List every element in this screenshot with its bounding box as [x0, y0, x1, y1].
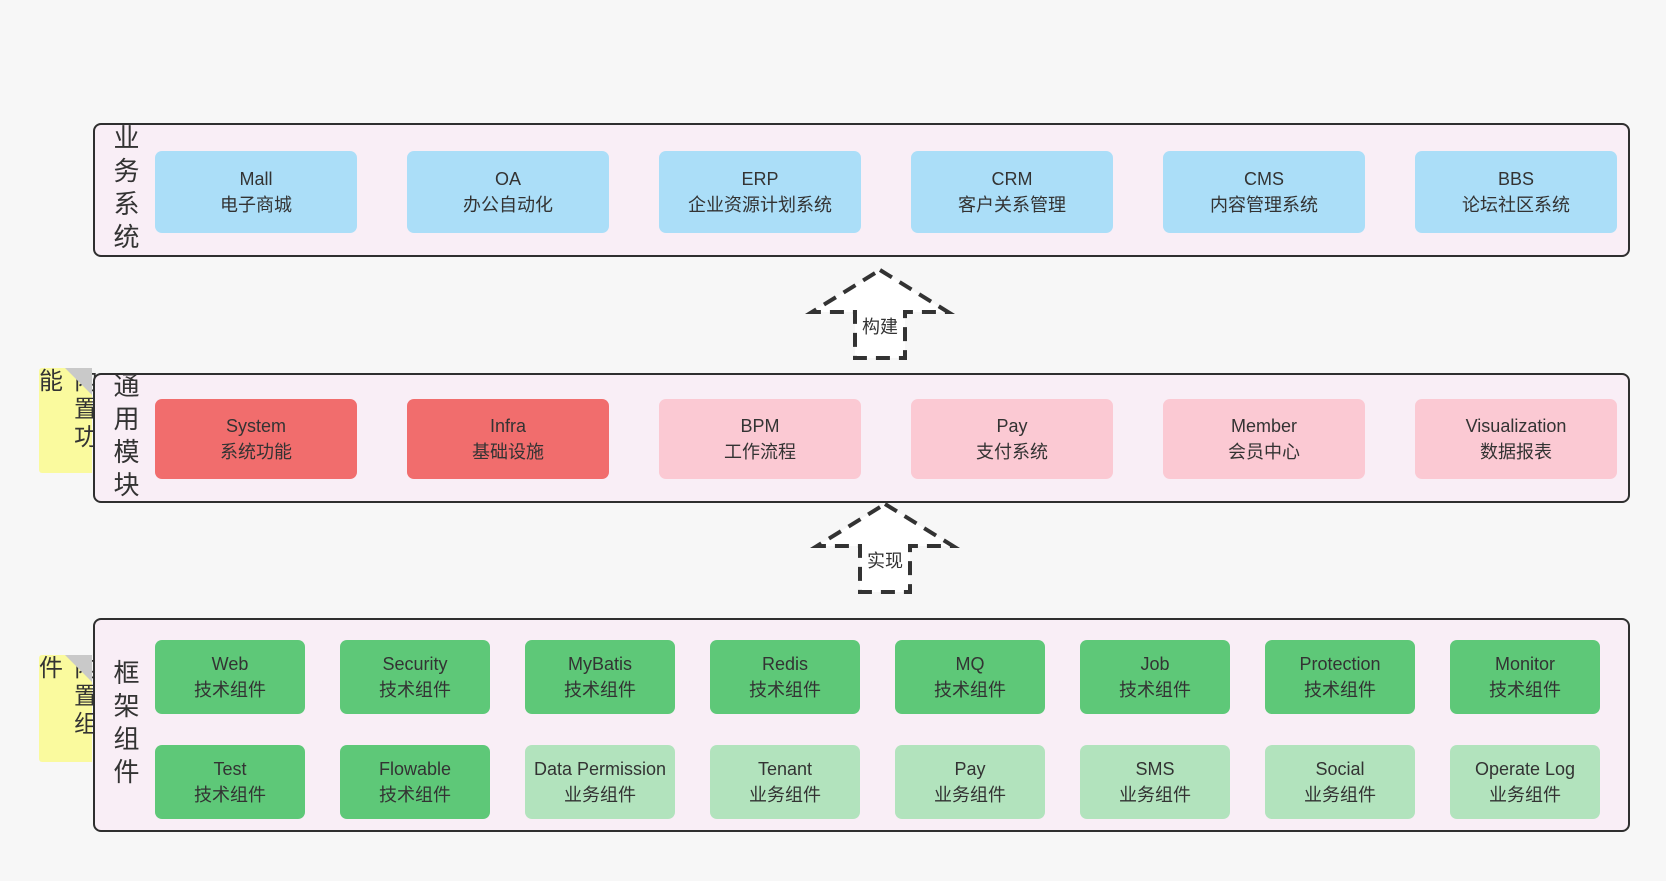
box-subtitle: 企业资源计划系统 — [688, 195, 832, 215]
box-title: BPM — [740, 415, 780, 436]
box-title: Web — [211, 653, 249, 674]
component-box-mq: MQ 技术组件 — [895, 640, 1045, 714]
box-subtitle: 客户关系管理 — [958, 195, 1066, 215]
module-box-member: Member 会员中心 — [1163, 399, 1365, 479]
box-subtitle: 内容管理系统 — [1210, 195, 1318, 215]
module-box-pay: Pay 支付系统 — [911, 399, 1113, 479]
business-box-erp: ERP 企业资源计划系统 — [659, 151, 861, 233]
component-box-monitor: Monitor 技术组件 — [1450, 640, 1600, 714]
component-box-protection: Protection 技术组件 — [1265, 640, 1415, 714]
framework-components-label: 框架组件 — [110, 659, 140, 791]
box-subtitle: 技术组件 — [1489, 680, 1561, 700]
component-box-web: Web 技术组件 — [155, 640, 305, 714]
box-title: MQ — [955, 653, 985, 674]
component-box-mybatis: MyBatis 技术组件 — [525, 640, 675, 714]
box-title: Tenant — [757, 758, 813, 779]
box-subtitle: 业务组件 — [1304, 785, 1376, 805]
box-title: Social — [1315, 758, 1365, 779]
box-title: Security — [382, 653, 448, 674]
framework-components-panel: 框架组件 Web 技术组件 Security 技术组件 MyBatis 技术组件… — [93, 618, 1630, 832]
box-subtitle: 技术组件 — [1304, 680, 1376, 700]
business-box-oa: OA 办公自动化 — [407, 151, 609, 233]
box-title: Mall — [239, 168, 273, 189]
box-title: ERP — [741, 168, 779, 189]
box-subtitle: 技术组件 — [934, 680, 1006, 700]
box-subtitle: 技术组件 — [1119, 680, 1191, 700]
business-box-bbs: BBS 论坛社区系统 — [1415, 151, 1617, 233]
business-box-crm: CRM 客户关系管理 — [911, 151, 1113, 233]
module-box-visualization: Visualization 数据报表 — [1415, 399, 1617, 479]
box-title: Infra — [489, 415, 527, 436]
box-title: Pay — [954, 758, 986, 779]
box-title: Flowable — [378, 758, 452, 779]
component-box-job: Job 技术组件 — [1080, 640, 1230, 714]
box-subtitle: 技术组件 — [379, 785, 451, 805]
box-subtitle: 业务组件 — [1489, 785, 1561, 805]
box-subtitle: 论坛社区系统 — [1462, 195, 1570, 215]
business-systems-panel: 业务系统 Mall 电子商城 OA 办公自动化 ERP 企业资源计划系统 CRM… — [93, 123, 1630, 257]
box-subtitle: 业务组件 — [1119, 785, 1191, 805]
box-title: SMS — [1135, 758, 1175, 779]
box-subtitle: 业务组件 — [749, 785, 821, 805]
box-title: Pay — [996, 415, 1028, 436]
component-box-data-permission: Data Permission 业务组件 — [525, 745, 675, 819]
box-title: Redis — [761, 653, 809, 674]
box-title: System — [225, 415, 286, 436]
builtin-features-note: 内置功能 — [35, 368, 97, 473]
component-box-test: Test 技术组件 — [155, 745, 305, 819]
box-subtitle: 支付系统 — [976, 442, 1048, 462]
component-box-security: Security 技术组件 — [340, 640, 490, 714]
box-subtitle: 技术组件 — [194, 785, 266, 805]
box-subtitle: 电子商城 — [220, 195, 292, 215]
box-title: Data Permission — [533, 758, 667, 779]
module-box-system: System 系统功能 — [155, 399, 357, 479]
box-subtitle: 技术组件 — [194, 680, 266, 700]
box-title: Protection — [1299, 653, 1381, 674]
box-title: Operate Log — [1474, 758, 1576, 779]
box-title: Job — [1140, 653, 1170, 674]
box-title: Visualization — [1465, 415, 1567, 436]
common-modules-panel: 通用模块 System 系统功能 Infra 基础设施 BPM 工作流程 Pay… — [93, 372, 1630, 504]
box-subtitle: 会员中心 — [1228, 442, 1300, 462]
business-systems-label: 业务系统 — [110, 124, 140, 256]
box-subtitle: 办公自动化 — [463, 195, 553, 215]
module-box-bpm: BPM 工作流程 — [659, 399, 861, 479]
build-arrow: 构建 — [805, 266, 955, 361]
component-box-operate-log: Operate Log 业务组件 — [1450, 745, 1600, 819]
box-subtitle: 技术组件 — [564, 680, 636, 700]
implement-arrow-label: 实现 — [864, 546, 906, 574]
box-title: BBS — [1497, 168, 1535, 189]
box-title: CRM — [991, 168, 1033, 189]
business-box-mall: Mall 电子商城 — [155, 151, 357, 233]
component-box-pay: Pay 业务组件 — [895, 745, 1045, 819]
box-title: CMS — [1244, 168, 1284, 189]
box-title: Monitor — [1494, 653, 1556, 674]
box-title: Test — [213, 758, 247, 779]
box-subtitle: 技术组件 — [379, 680, 451, 700]
implement-arrow: 实现 — [810, 500, 960, 595]
box-subtitle: 基础设施 — [472, 442, 544, 462]
component-box-flowable: Flowable 技术组件 — [340, 745, 490, 819]
build-arrow-label: 构建 — [859, 312, 901, 340]
component-box-social: Social 业务组件 — [1265, 745, 1415, 819]
component-box-tenant: Tenant 业务组件 — [710, 745, 860, 819]
component-box-redis: Redis 技术组件 — [710, 640, 860, 714]
component-box-sms: SMS 业务组件 — [1080, 745, 1230, 819]
box-subtitle: 工作流程 — [724, 442, 796, 462]
box-subtitle: 技术组件 — [749, 680, 821, 700]
module-box-infra: Infra 基础设施 — [407, 399, 609, 479]
box-title: Member — [1230, 415, 1297, 436]
box-subtitle: 数据报表 — [1480, 442, 1552, 462]
builtin-components-note: 内置组件 — [35, 655, 97, 762]
box-subtitle: 业务组件 — [564, 785, 636, 805]
common-modules-label: 通用模块 — [110, 372, 140, 504]
box-title: MyBatis — [567, 653, 632, 674]
box-subtitle: 系统功能 — [220, 442, 292, 462]
box-title: OA — [494, 168, 521, 189]
box-subtitle: 业务组件 — [934, 785, 1006, 805]
business-box-cms: CMS 内容管理系统 — [1163, 151, 1365, 233]
